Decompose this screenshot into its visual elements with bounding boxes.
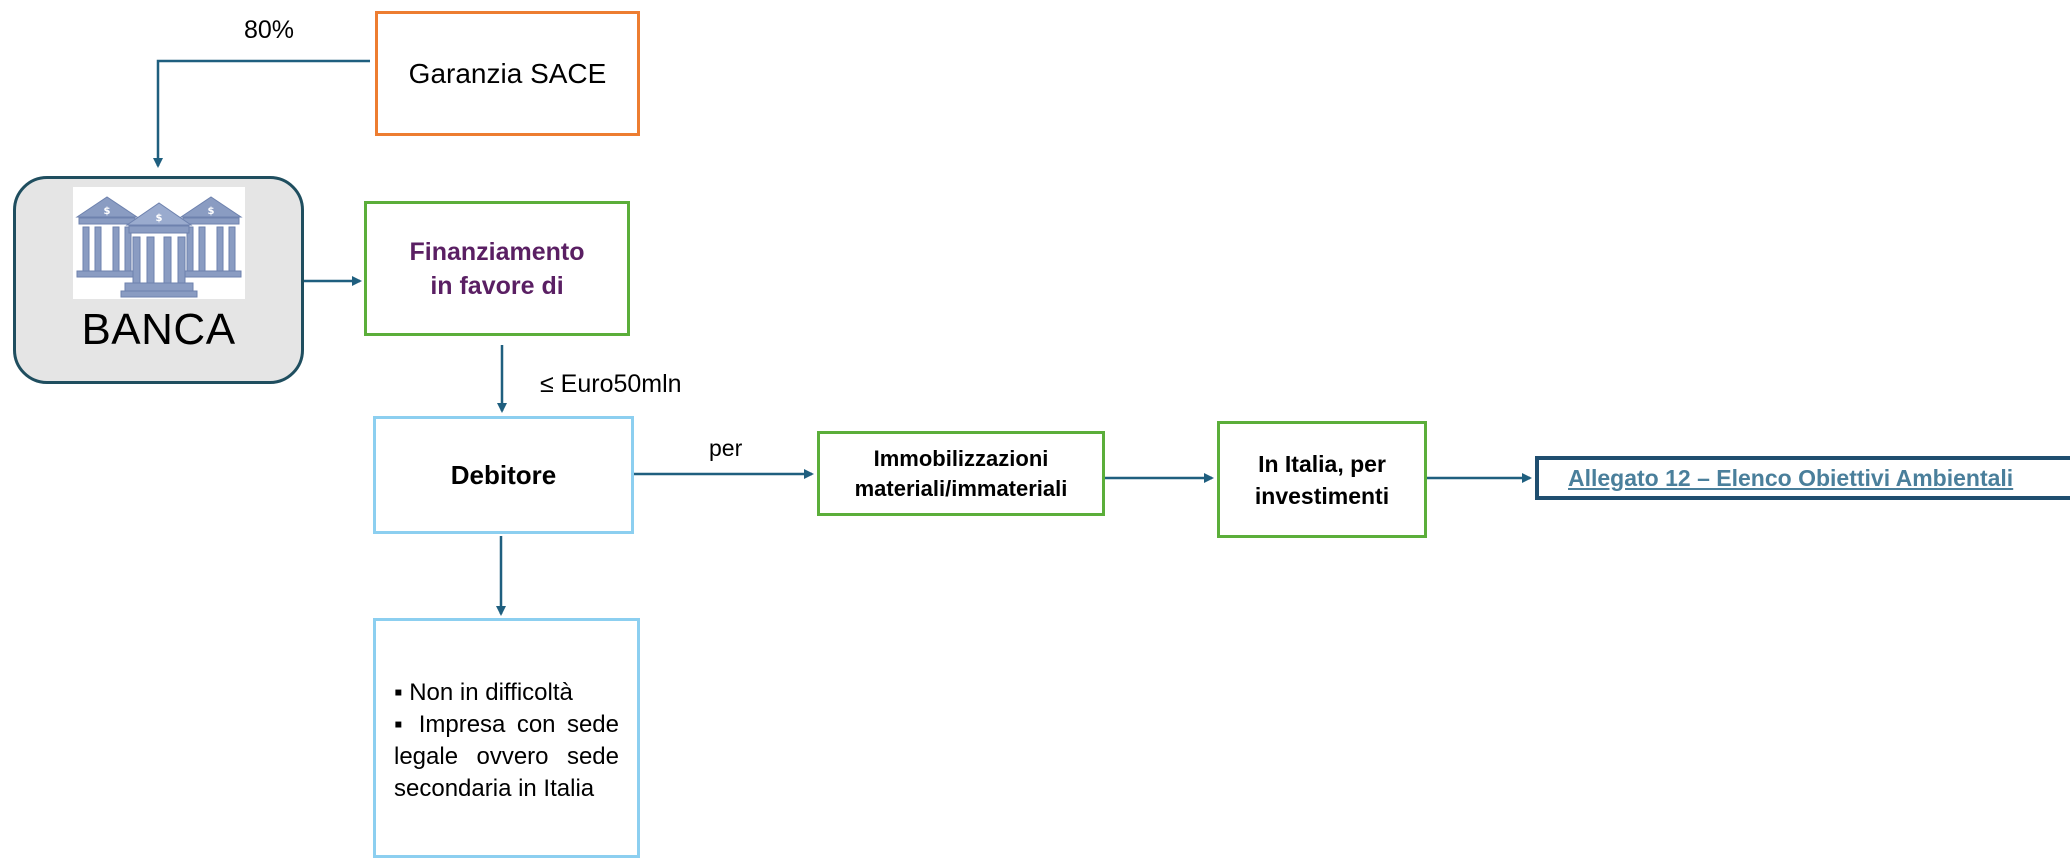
debitore-box: Debitore	[373, 416, 634, 534]
in-italia-box: In Italia, per investimenti	[1217, 421, 1427, 538]
garanzia-sace-box: Garanzia SACE	[375, 11, 640, 136]
requisito-item: Impresa con sede legale ovvero sede seco…	[394, 709, 619, 805]
allegato-12-link[interactable]: Allegato 12 – Elenco Obiettivi Ambiental…	[1568, 464, 2014, 491]
finanziamento-text: Finanziamento in favore di	[409, 237, 585, 300]
percentage-label: 80%	[244, 16, 295, 44]
in-italia-text: In Italia, per investimenti	[1254, 450, 1390, 509]
debitore-text: Debitore	[450, 459, 557, 490]
svg-text:$: $	[103, 206, 110, 217]
arrow-sace-to-banca	[153, 59, 370, 168]
requisito-item: Non in difficoltà	[394, 677, 619, 709]
banca-label: BANCA	[81, 305, 236, 354]
svg-text:$: $	[207, 206, 214, 217]
garanzia-sace-text: Garanzia SACE	[408, 57, 607, 89]
amount-limit-label: ≤ Euro50mln	[540, 370, 682, 398]
requisiti-list: Non in difficoltà Impresa con sede legal…	[394, 677, 619, 805]
allegato-12-link-box[interactable]: Allegato 12 – Elenco Obiettivi Ambiental…	[1535, 456, 2070, 500]
svg-text:$: $	[155, 213, 162, 224]
bank-buildings-icon: $ $ $	[72, 187, 245, 299]
requisiti-box: Non in difficoltà Impresa con sede legal…	[373, 618, 640, 858]
finanziamento-box: Finanziamento in favore di	[364, 201, 630, 336]
per-label: per	[709, 435, 743, 461]
immobilizzazioni-box: Immobilizzazioni materiali/immateriali	[817, 431, 1105, 516]
banca-box: $ $ $ BANCA	[13, 176, 304, 384]
immobilizzazioni-text: Immobilizzazioni materiali/immateriali	[854, 445, 1068, 501]
